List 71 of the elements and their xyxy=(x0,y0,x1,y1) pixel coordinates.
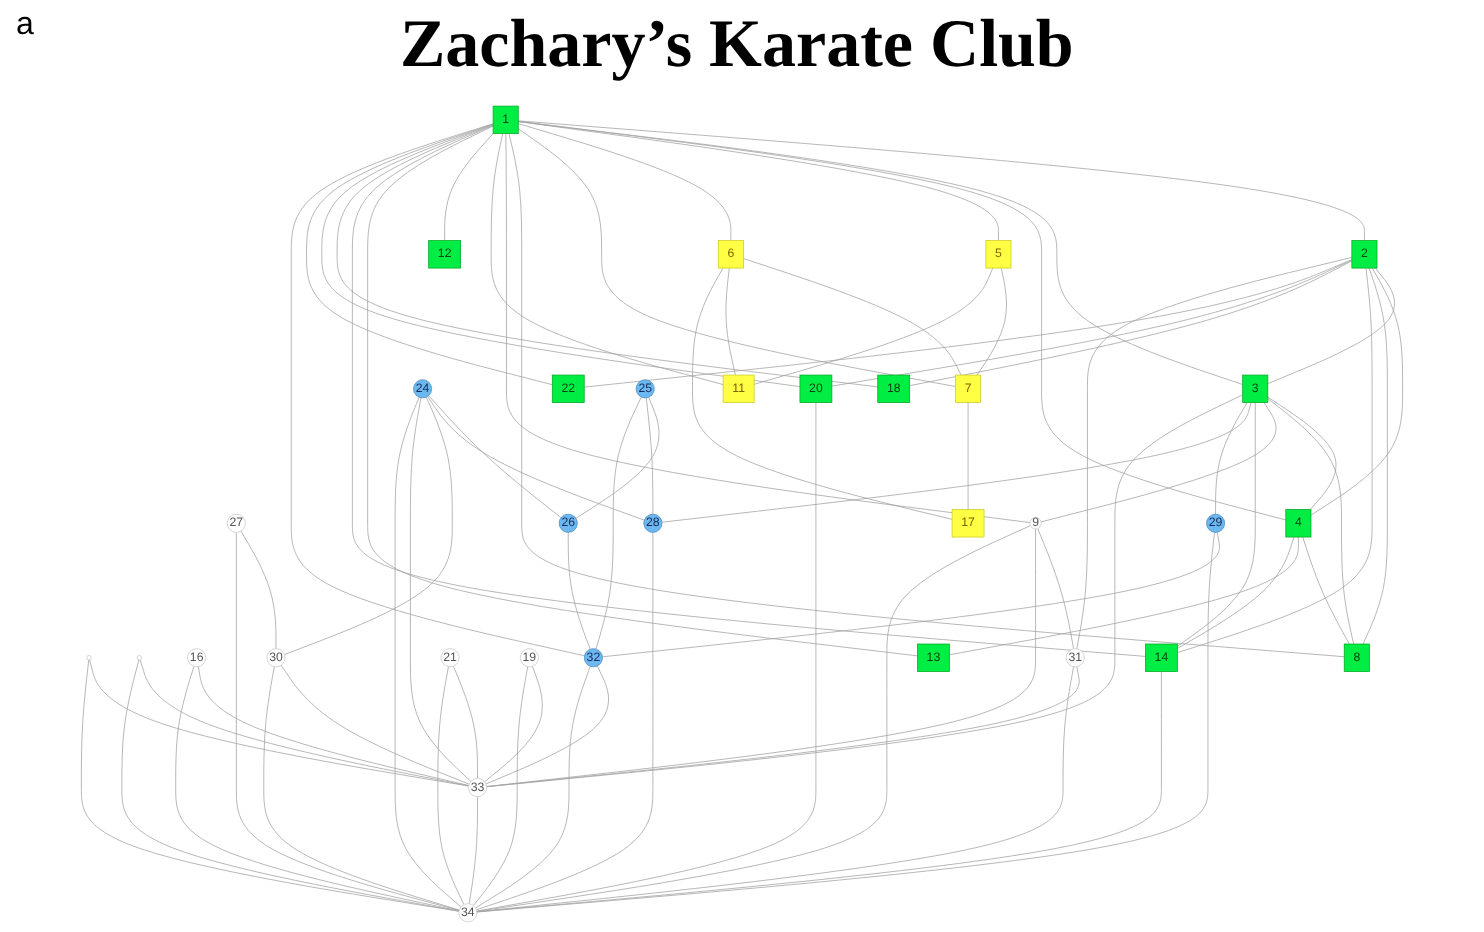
connector xyxy=(475,665,591,909)
connector xyxy=(725,267,736,376)
connector xyxy=(595,396,642,650)
connector xyxy=(306,123,553,386)
connector xyxy=(1177,402,1256,647)
connector xyxy=(517,123,732,241)
connector xyxy=(410,397,472,782)
connector xyxy=(1267,398,1355,645)
connector xyxy=(976,267,1007,376)
connector xyxy=(1037,528,1074,650)
connector xyxy=(468,796,478,905)
connector xyxy=(428,395,562,519)
connector xyxy=(1177,536,1295,649)
connector xyxy=(427,396,645,521)
connector xyxy=(1215,402,1248,515)
connector xyxy=(831,259,1353,387)
connector xyxy=(486,528,1036,787)
connector xyxy=(484,665,543,783)
connector xyxy=(290,123,585,657)
connector xyxy=(197,666,470,786)
connector xyxy=(661,402,1252,523)
connector xyxy=(602,531,1220,658)
connector xyxy=(583,259,1353,388)
connector xyxy=(352,125,1146,657)
connector xyxy=(505,133,1031,523)
connector xyxy=(284,396,453,655)
connector xyxy=(1302,536,1350,645)
connector xyxy=(1040,402,1277,523)
connector xyxy=(517,121,1244,385)
connector xyxy=(336,124,879,388)
connector xyxy=(476,402,817,912)
connector xyxy=(486,394,1244,788)
connector xyxy=(1310,267,1403,516)
connector xyxy=(517,121,999,241)
connector xyxy=(1362,267,1388,645)
connector xyxy=(517,120,1365,241)
connector xyxy=(692,267,953,520)
connector xyxy=(1267,396,1337,510)
connector xyxy=(476,532,654,911)
connector xyxy=(645,397,654,515)
connector xyxy=(743,258,962,376)
connector xyxy=(437,666,465,905)
panel-letter: a xyxy=(16,8,34,44)
connector xyxy=(490,133,724,385)
connector xyxy=(575,396,660,519)
connector xyxy=(444,133,494,241)
connector xyxy=(753,267,994,385)
connector xyxy=(517,121,1287,521)
connector xyxy=(367,125,918,657)
connector xyxy=(473,666,529,906)
node-circle xyxy=(136,655,143,661)
connector xyxy=(508,133,1345,658)
connector xyxy=(1076,257,1353,650)
connector xyxy=(485,665,609,785)
connector xyxy=(486,666,1080,787)
connector xyxy=(240,530,277,650)
diagram-title: Zachary’s Karate Club xyxy=(400,8,1074,84)
connector xyxy=(280,664,470,785)
connector xyxy=(949,536,1299,656)
connector xyxy=(909,260,1353,387)
connector xyxy=(321,124,801,387)
connector xyxy=(263,666,460,911)
connector xyxy=(567,532,591,650)
connector xyxy=(1267,267,1395,384)
connector xyxy=(967,402,969,510)
connector xyxy=(1177,267,1373,654)
connector xyxy=(476,525,1031,912)
connector xyxy=(476,531,1215,913)
connector xyxy=(517,128,956,387)
connector xyxy=(175,666,460,912)
connector xyxy=(453,665,478,779)
